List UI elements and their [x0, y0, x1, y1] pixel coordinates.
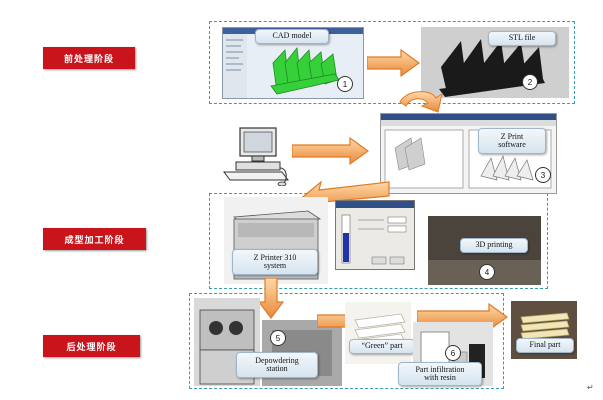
final-part-caption: Final part — [516, 338, 574, 353]
step-3-badge: 3 — [535, 167, 551, 183]
step-5-badge: 5 — [270, 330, 286, 346]
step-2-badge: 2 — [522, 74, 538, 90]
green-part-caption: “Green” part — [349, 339, 415, 354]
step-4-badge: 4 — [479, 264, 495, 280]
step-1-badge: 1 — [337, 76, 353, 92]
depowdering-caption: Depowdering station — [236, 352, 318, 378]
cad-model-caption: CAD model — [255, 29, 329, 44]
paragraph-return-mark: ↵ — [587, 383, 594, 392]
arrow-stl-to-zprint — [399, 91, 443, 113]
infiltration-caption: Part infiltration with resin — [398, 362, 482, 386]
3d-printing-caption: 3D printing — [460, 238, 528, 253]
depowdering-station-image — [194, 298, 260, 386]
stage-label-forming: 成型加工阶段 — [43, 228, 146, 250]
pre-processing-box — [209, 21, 575, 104]
zprint-software-caption: Z Print software — [478, 128, 546, 154]
arrow-cad-to-stl — [367, 48, 421, 78]
stage-label-post: 后处理阶段 — [43, 335, 140, 357]
step-6-badge: 6 — [445, 345, 461, 361]
post-processing-box — [189, 293, 504, 389]
green-part-image — [345, 302, 411, 364]
stage-label-pre: 前处理阶段 — [43, 47, 135, 69]
z-printer-caption: Z Printer 310 system — [232, 249, 318, 275]
computer-image — [222, 126, 292, 186]
arrow-computer-to-zprint — [292, 136, 370, 166]
stl-file-caption: STL file — [488, 31, 556, 46]
printer-dialog-image — [335, 200, 415, 270]
arrow-printer-to-depowdering — [258, 278, 284, 319]
